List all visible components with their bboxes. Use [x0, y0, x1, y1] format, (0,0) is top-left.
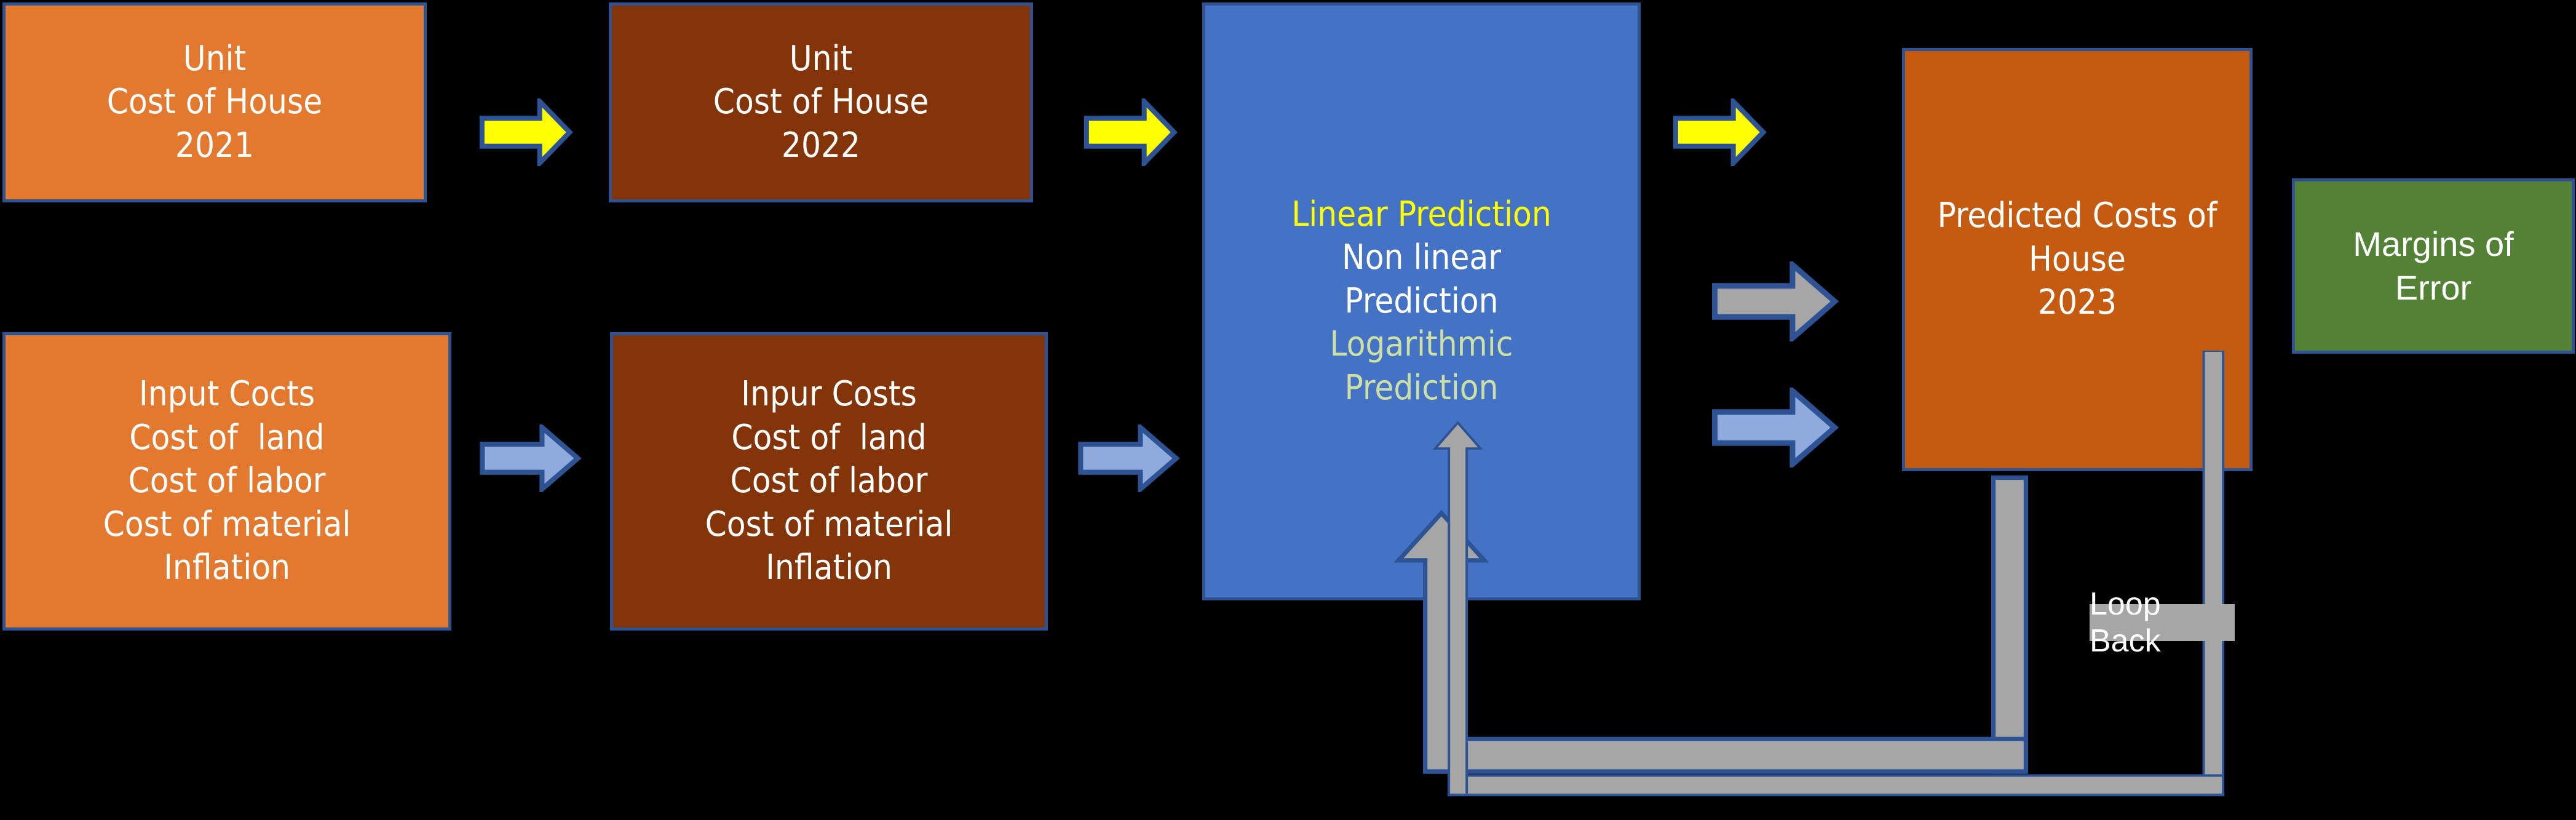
box-line: Cost of land: [129, 417, 325, 458]
box-line: 2022: [781, 125, 861, 165]
box-line: Cost of material: [705, 504, 953, 544]
arrow-gray-prediction-to-predicted: [1711, 261, 1839, 341]
box-line: Predicted Costs of: [1937, 196, 2217, 236]
box-line: Cost of House: [106, 82, 323, 122]
box-line: Inflation: [164, 547, 290, 588]
arrow-blue-inputmid-to-prediction: [1078, 424, 1180, 492]
box-line: Unit: [183, 38, 247, 79]
arrow-yellow-2022-to-prediction: [1084, 98, 1178, 166]
box-line: Margins of: [2353, 224, 2514, 263]
box-line: Input Cocts: [138, 374, 315, 415]
box-line: Cost of material: [103, 504, 351, 544]
box-line: Error: [2395, 268, 2472, 307]
arrow-gray-loopback-outer: [1432, 351, 2225, 797]
box-prediction-methods[interactable]: Linear Prediction Non linear Prediction …: [1202, 2, 1641, 600]
prediction-line-linear: Linear Prediction: [1291, 194, 1552, 234]
box-line: House: [2029, 239, 2126, 279]
arrow-yellow-2021-to-2022: [479, 98, 573, 166]
loop-back-label: Loop Back: [2090, 586, 2235, 659]
box-input-costs-mid[interactable]: Inpur Costs Cost of land Cost of labor C…: [610, 332, 1048, 631]
prediction-line-nonlinear-1: Non linear: [1342, 237, 1501, 278]
arrow-blue-prediction-to-predicted: [1711, 388, 1839, 468]
arrow-yellow-prediction-to-predicted: [1673, 98, 1767, 166]
box-margins-of-error[interactable]: Margins of Error: [2292, 178, 2575, 354]
box-line: Cost of labor: [128, 461, 326, 501]
box-unit-cost-of-house-2022[interactable]: Unit Cost of House 2022: [609, 2, 1033, 202]
prediction-line-logarithmic-2: Prediction: [1344, 367, 1499, 408]
box-line: 2023: [2037, 282, 2117, 323]
box-predicted-costs-2023[interactable]: Predicted Costs of House 2023: [1902, 48, 2253, 471]
box-line: Cost of labor: [730, 461, 928, 501]
arrow-blue-inputleft-to-inputmid: [480, 424, 582, 492]
arrow-gray-loopback-inner: [1393, 475, 2028, 774]
box-line: 2021: [175, 125, 255, 165]
box-input-costs-left[interactable]: Input Cocts Cost of land Cost of labor C…: [2, 332, 451, 631]
box-line: Inpur Costs: [741, 374, 917, 415]
box-line: Cost of House: [713, 82, 929, 122]
box-line: Cost of land: [731, 417, 927, 458]
box-line: Inflation: [766, 547, 892, 588]
prediction-line-logarithmic-1: Logarithmic: [1330, 324, 1513, 365]
prediction-line-nonlinear-2: Prediction: [1344, 281, 1499, 321]
box-line: Unit: [789, 38, 853, 79]
box-unit-cost-of-house-2021[interactable]: Unit Cost of House 2021: [2, 2, 427, 202]
